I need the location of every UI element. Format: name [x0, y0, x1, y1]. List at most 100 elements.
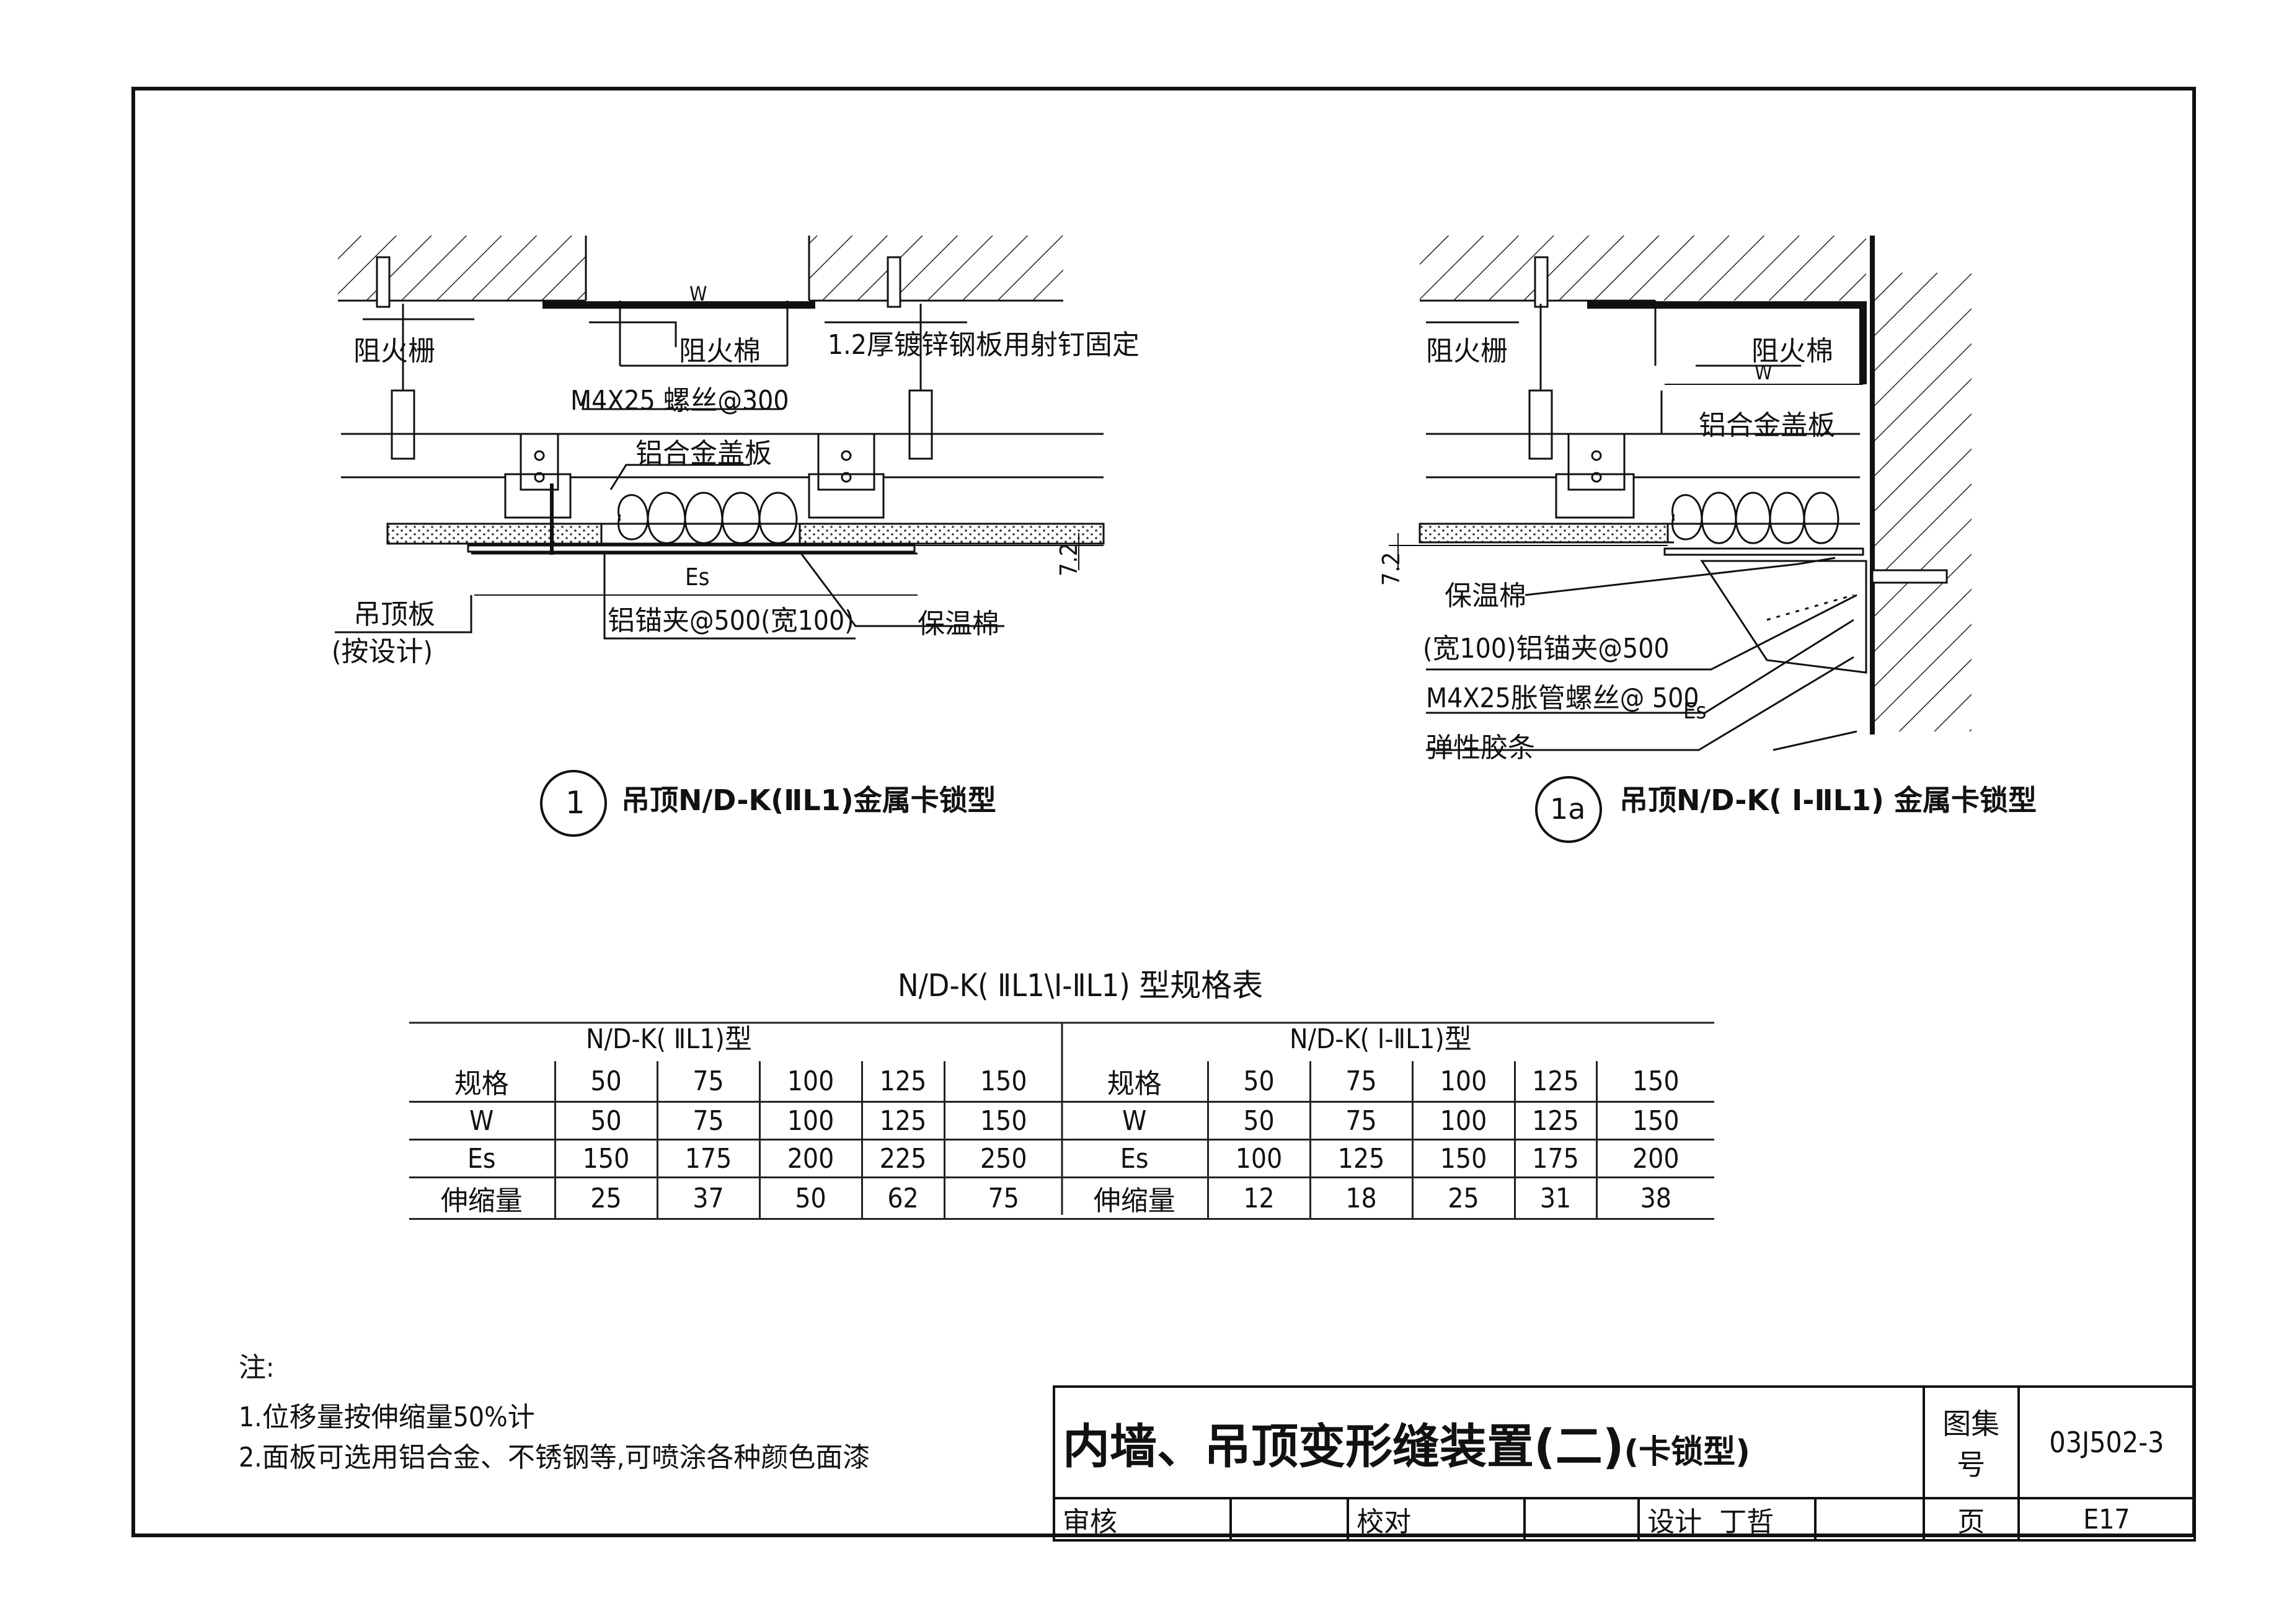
table-cell: 75 [656, 1061, 759, 1103]
title-block-designer: 丁哲 [1719, 1506, 1774, 1538]
detail1a-label-dim-7-2: 7.2 [1378, 552, 1405, 586]
detail1-marker-circle [540, 770, 607, 837]
detail1-label-fire-barrier: 阻火栅 [353, 335, 435, 367]
table-cell: 50 [554, 1061, 657, 1103]
detail1-label-screw: M4X25 螺丝@300 [570, 385, 789, 417]
title-block-design-cell: 设计 丁哲 [1637, 1497, 1817, 1542]
table-cell: 125 [1309, 1139, 1412, 1178]
table-cell: 200 [1595, 1139, 1714, 1178]
detail1-label-fire-cotton: 阻火棉 [679, 335, 761, 367]
table-cell: 31 [1513, 1177, 1596, 1220]
table-cell: 150 [1595, 1101, 1714, 1141]
title-block-main-title: 内墙、吊顶变形缝装置(二) [1063, 1419, 1624, 1474]
title-block: 内墙、吊顶变形缝装置(二)(卡锁型) 图集号 03J502-3 审核 校对 设计… [1053, 1385, 2197, 1542]
detail1a-label-fire-cotton: 阻火棉 [1751, 335, 1833, 367]
table-cell: 150 [943, 1061, 1062, 1103]
title-block-page-number: E17 [2017, 1497, 2197, 1542]
title-block-sub-title: (卡锁型) [1624, 1434, 1751, 1471]
table-cell: 37 [656, 1177, 759, 1220]
table-cell: 50 [554, 1101, 657, 1141]
detail1a-slab [1420, 236, 1866, 301]
table-cell: 伸缩量 [1062, 1177, 1208, 1220]
title-block-title-cell: 内墙、吊顶变形缝装置(二)(卡锁型) [1053, 1385, 1925, 1499]
detail1-label-anchor-clip: 铝锚夹@500(宽100) [608, 605, 854, 637]
detail1a-title: 吊顶N/D-K( Ⅰ-ⅡL1) 金属卡锁型 [1619, 783, 2037, 817]
table-cell: 100 [1411, 1101, 1515, 1141]
table-cell: 175 [1513, 1139, 1596, 1178]
table-cell: 75 [1309, 1101, 1412, 1141]
detail1a-number: 1a [1550, 792, 1586, 826]
table-row: 规格 50 75 100 125 150 [409, 1061, 1062, 1103]
spec-table-group-right: N/D-K( Ⅰ-ⅡL1)型 [1290, 1023, 1472, 1055]
table-cell: 225 [861, 1139, 944, 1178]
title-block-atlas-label: 图集号 [1922, 1385, 2020, 1499]
detail1a-steel-angle [1587, 301, 1867, 384]
detail1a-insulation [1671, 492, 1839, 521]
detail1a-label-width: W [1755, 361, 1773, 384]
detail1-title: 吊顶N/D-K(ⅡL1)金属卡锁型 [621, 783, 996, 817]
table-cell: 150 [1595, 1061, 1714, 1103]
table-cell: 250 [943, 1139, 1062, 1178]
table-cell: 150 [1411, 1139, 1515, 1178]
table-cell: 125 [861, 1101, 944, 1141]
notes-heading: 注: [239, 1352, 275, 1383]
title-block-check-label: 校对 [1347, 1497, 1526, 1542]
table-cell: 75 [656, 1101, 759, 1141]
table-cell: 75 [1309, 1061, 1412, 1103]
table-cell: 25 [1411, 1177, 1515, 1220]
note-item-2: 2.面板可选用铝合金、不锈钢等,可喷涂各种颜色面漆 [239, 1442, 870, 1473]
table-cell: 100 [1206, 1139, 1310, 1178]
detail1-label-width: W [689, 282, 707, 306]
table-cell: 150 [943, 1101, 1062, 1141]
table-cell: 75 [943, 1177, 1062, 1220]
title-block-check-sign [1523, 1497, 1640, 1542]
table-row: W 50 75 100 125 150 [1062, 1101, 1714, 1141]
spec-table-group-left: N/D-K( ⅡL1)型 [586, 1023, 752, 1055]
spec-table-right: 规格 50 75 100 125 150 W 50 75 100 125 150… [1062, 1061, 1714, 1220]
table-cell: 18 [1309, 1177, 1412, 1220]
detail1-label-dim-7-2: 7.2 [1055, 542, 1082, 576]
table-cell: 规格 [409, 1061, 555, 1103]
title-block-review-label: 审核 [1053, 1497, 1232, 1542]
spec-table-left: 规格 50 75 100 125 150 W 50 75 100 125 150… [409, 1061, 1062, 1220]
table-cell: 规格 [1062, 1061, 1208, 1103]
table-cell: Es [1062, 1139, 1208, 1178]
table-cell: 150 [554, 1139, 657, 1178]
table-cell: 12 [1206, 1177, 1310, 1220]
table-cell: 50 [1206, 1061, 1310, 1103]
note-item-1: 1.位移量按伸缩量50%计 [239, 1401, 535, 1433]
table-cell: 100 [758, 1061, 862, 1103]
detail1a-label-anchor-clip: (宽100)铝锚夹@500 [1423, 633, 1670, 664]
table-cell: 125 [1513, 1101, 1596, 1141]
detail1-number: 1 [565, 785, 585, 821]
table-cell: 38 [1595, 1177, 1714, 1220]
detail1-label-ceiling-board: 吊顶板 [353, 599, 435, 630]
table-row: 伸缩量 25 37 50 62 75 [409, 1177, 1062, 1220]
detail1-slab-left [338, 236, 586, 301]
table-cell: W [409, 1101, 555, 1141]
detail1a-drawing [1389, 236, 1972, 751]
table-cell: 100 [1411, 1061, 1515, 1103]
detail1a-wall [1872, 273, 1972, 731]
detail1a-label-expansion-screw: M4X25胀管螺丝@ 500 [1426, 682, 1699, 714]
detail1-label-by-design: (按设计) [332, 636, 433, 668]
table-cell: 100 [758, 1101, 862, 1141]
table-cell: 50 [1206, 1101, 1310, 1141]
table-cell: 125 [1513, 1061, 1596, 1103]
table-cell: W [1062, 1101, 1208, 1141]
table-row: 规格 50 75 100 125 150 [1062, 1061, 1714, 1103]
table-cell: 25 [554, 1177, 657, 1220]
title-block-review-sign [1229, 1497, 1350, 1542]
title-block-page-label: 页 [1922, 1497, 2020, 1542]
title-block-atlas-number: 03J502-3 [2017, 1385, 2197, 1499]
table-row: Es 100 125 150 175 200 [1062, 1139, 1714, 1178]
title-block-design-sign [1813, 1497, 1925, 1542]
detail1-drawing [335, 236, 1105, 640]
detail1-insulation [617, 492, 798, 521]
title-block-design-label: 设计 [1647, 1506, 1702, 1538]
table-cell: 175 [656, 1139, 759, 1178]
table-cell: 125 [861, 1061, 944, 1103]
detail1-label-es: Es [685, 563, 710, 591]
detail1-label-insulation: 保温棉 [918, 608, 999, 640]
